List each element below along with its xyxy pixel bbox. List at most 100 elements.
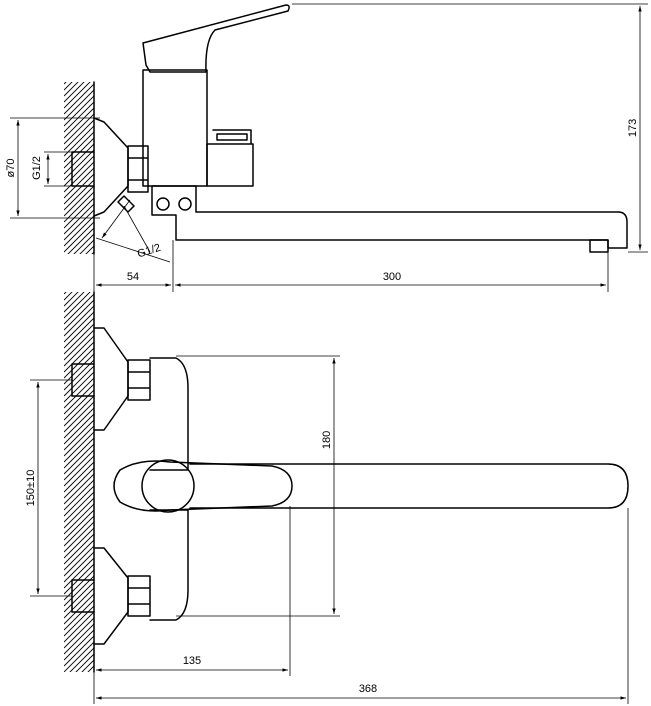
lever-handle-side (142, 4, 290, 73)
hatch-line (64, 503, 94, 535)
hatch-line (64, 113, 94, 145)
hatch-line (64, 413, 94, 445)
hatch-line (64, 42, 94, 72)
hatch-line (64, 395, 94, 427)
hatch-line (64, 203, 94, 235)
hatch-line (64, 581, 94, 613)
hatch-line (64, 431, 94, 463)
hatch-line (64, 473, 94, 505)
hatch-line (64, 197, 94, 229)
hatch-line (64, 215, 94, 247)
hatch-line (67, 227, 94, 254)
hatch-line (64, 95, 94, 127)
hatch-line (64, 329, 94, 361)
spout-top (189, 463, 629, 509)
spout-side (151, 185, 628, 249)
dim-label-150: 150±10 (25, 470, 37, 507)
hatch-line (64, 557, 94, 589)
hatch-line (64, 521, 94, 553)
top-view: 150±10 180 135 368 (25, 252, 629, 706)
hatch-line (64, 149, 94, 181)
dim-label-300: 300 (383, 271, 401, 283)
hatch-line (64, 305, 94, 337)
hatch-line (85, 245, 94, 254)
hatch-line (64, 515, 94, 547)
dim-height-173: 173 (292, 3, 648, 253)
hatch-line (64, 155, 94, 187)
hatch-line (64, 461, 94, 493)
hatch-line (64, 252, 94, 282)
inlet-pipe (71, 151, 95, 187)
hatch-line (64, 83, 94, 115)
hatch-line (64, 311, 94, 343)
dim-label-135: 135 (183, 655, 201, 667)
dim-inlet-spacing: 150±10 (25, 379, 72, 597)
hatch-line (64, 161, 94, 193)
hatch-line (64, 341, 94, 373)
hatch-line (64, 131, 94, 163)
hatch-line (64, 491, 94, 523)
dim-label-368: 368 (359, 683, 377, 695)
hatch-line (64, 82, 85, 103)
hatch-line (64, 407, 94, 439)
hatch-line (64, 173, 94, 205)
hatch-line (64, 82, 67, 85)
hatch-line (64, 179, 94, 211)
hatch-line (64, 389, 94, 421)
hatch-line (91, 251, 94, 254)
dim-body-height: 180 (176, 355, 340, 617)
hex-nut-upper (127, 359, 151, 401)
hatch-line (81, 659, 94, 672)
hex-nut-side (127, 145, 149, 193)
hatch-line (64, 258, 94, 288)
connector-hole-left (156, 197, 170, 211)
hatch-line (64, 485, 94, 517)
flange-lower (93, 547, 129, 645)
hatch-line (64, 509, 94, 541)
hatch-line (64, 292, 85, 313)
hatch-line (64, 292, 73, 301)
hatch-line (64, 678, 94, 706)
hatch-line (64, 293, 94, 325)
dim-label-thread-inlet: G1/2 (31, 156, 43, 180)
hatch-line (64, 167, 94, 199)
wall-hatch-bottom (64, 252, 94, 706)
side-view: 173 ø70 G1/2 G1/2 (5, 3, 648, 292)
lever-handle-top (113, 460, 293, 512)
bottom-fitting (117, 195, 135, 213)
hatch-line (64, 347, 94, 379)
hatch-line (64, 641, 94, 672)
aerator (589, 239, 609, 253)
hatch-line (64, 125, 94, 157)
wall-flange (93, 117, 129, 217)
hatch-line (64, 221, 94, 253)
hatch-line (64, 119, 94, 151)
dim-horizontal-side: 54 300 (93, 240, 609, 292)
hatch-line (64, 101, 94, 133)
hatch-line (64, 533, 94, 565)
hatch-line (64, 569, 94, 601)
hatch-line (64, 143, 94, 175)
dim-label-54: 54 (127, 271, 139, 283)
hatch-line (64, 292, 91, 319)
hatch-line (64, 82, 79, 97)
hatch-line (64, 89, 94, 121)
hatch-line (64, 605, 94, 637)
hatch-line (64, 377, 94, 409)
hatch-line (69, 647, 94, 672)
hex-nut-lower (127, 575, 151, 617)
hatch-line (64, 629, 94, 661)
dim-horizontal-top: 135 368 (93, 506, 629, 704)
hatch-line (93, 671, 94, 672)
connector-hole-right (178, 197, 192, 211)
hatch-line (64, 593, 94, 625)
hatch-line (64, 479, 94, 511)
hatch-line (64, 635, 94, 667)
wall-hatch-top (64, 42, 94, 288)
dim-thread-inlet: G1/2 (31, 151, 72, 187)
dim-label-thread-outlet: G1/2 (136, 242, 162, 261)
hatch-line (75, 653, 94, 672)
hatch-line (73, 233, 94, 254)
hatch-line (64, 292, 67, 295)
